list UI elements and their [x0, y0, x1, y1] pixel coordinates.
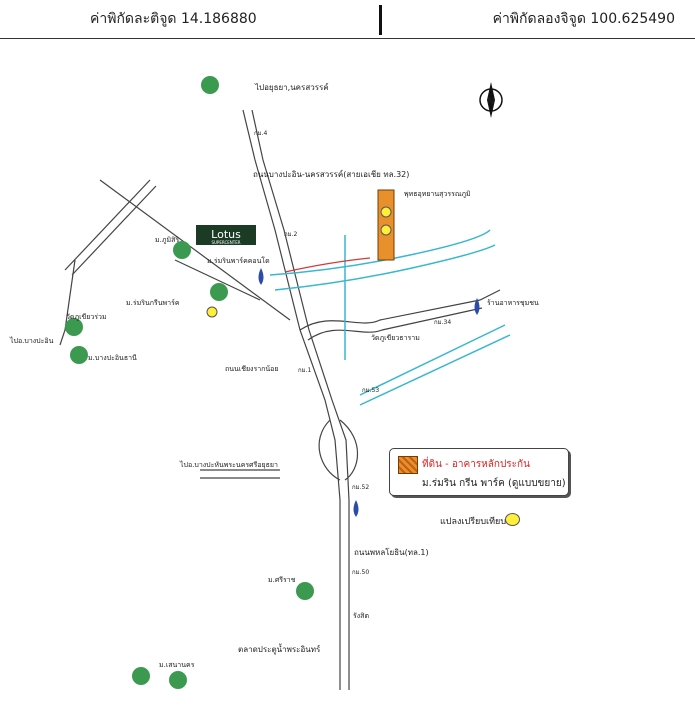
lotus-logo: Lotus SUPERCENTER: [196, 225, 256, 245]
lotus-text: Lotus: [211, 228, 241, 241]
temple2-label: วัดภูเขียวธาราม: [371, 334, 420, 342]
north-label: N: [488, 97, 495, 107]
marker-3: [206, 306, 218, 318]
bangpa-in-road-label: ถนนบางปะอิน-นครสวรรค์(สายเอเชีย ทล.32): [253, 169, 409, 179]
comparison-dot: [505, 513, 520, 526]
upper-left-roads: [59, 179, 291, 346]
marker-1: [380, 224, 392, 236]
longitude-label: ค่าพิกัดลองจิจูด 100.625490: [492, 11, 675, 27]
rangsit-label: รังสิต: [353, 612, 369, 620]
km1-label: กม.1: [298, 367, 311, 374]
km34-label: กม.34: [434, 319, 451, 326]
marker-2: [380, 206, 392, 218]
tree-icons: [65, 76, 314, 689]
village2-label: ม.ร่มรินกรีนพาร์ค: [126, 299, 180, 307]
to-bangpahan-label: ไปอ.บางปะหันพระนครศรีอยุธยา: [179, 460, 278, 469]
sena-label: ม.เสนานคร: [159, 661, 195, 669]
to-nakhonsawan-label: ไปอยุธยา,นครสวรรค์: [254, 82, 329, 92]
comparison-note: แปลงเปรียบเทียบ: [440, 517, 507, 527]
km53-label: กม.53: [362, 387, 379, 394]
red-road: [284, 257, 371, 273]
lotus-village-label: ม.ภูมิสิริ: [155, 236, 179, 244]
legend-site-label: ที่ดิน - อาคารหลักประกัน: [422, 459, 530, 470]
lotus-subtext: SUPERCENTER: [211, 240, 240, 245]
coordinates-header: ค่าพิกัดละติจูด 14.186880 ค่าพิกัดลองจิจ…: [0, 0, 695, 39]
km4-label: กม.4: [254, 130, 267, 137]
map-legend: ที่ดิน - อาคารหลักประกัน ม.ร่มริน กรีน พ…: [389, 448, 569, 496]
to-bangpa-in-label: ไปอ.บางปะอิน: [9, 336, 54, 345]
main-road: [242, 109, 350, 690]
river: [269, 229, 511, 406]
location-map: N ไปอยุธยา,นครสวรรค์ ถนนบางปะอิน-นครสวรร…: [9, 76, 539, 690]
bang-pahan-label: ม.บางปะอินธานี: [88, 354, 137, 362]
header-divider: [379, 5, 382, 35]
legend-project-label: ม.ร่มริน กรีน พาร์ค (ดูแบบขยาย): [422, 478, 566, 489]
temple-label: วัดภูเขียวร่วม: [66, 313, 107, 321]
km52-label: กม.52: [352, 484, 369, 491]
km50-label: กม.50: [352, 569, 369, 576]
park-label: พุทธอุทยานสุวรรณภูมิ: [404, 190, 471, 198]
interchange-road: [200, 289, 501, 481]
bank-label: ร้านอาหารชุมชน: [487, 299, 539, 307]
market-label: ตลาดประตูน้ำพระอินทร์: [238, 643, 321, 655]
site-swatch: [398, 456, 418, 474]
village1-label: ม.ร่มรินพาร์คคอนโด: [207, 256, 270, 265]
north-arrow-icon: N: [479, 82, 503, 118]
latitude-label: ค่าพิกัดละติจูด 14.186880: [90, 11, 257, 27]
km2-label: กม.2: [284, 231, 297, 238]
phahon-road-label: ถนนพหลโยธิน(ทล.1): [354, 547, 429, 557]
pathum-label: ม.ศรีราช: [268, 576, 296, 584]
pathum-road-label: ถนนเชียงรากน้อย: [225, 365, 279, 373]
fuel-station-icons: [258, 268, 480, 517]
